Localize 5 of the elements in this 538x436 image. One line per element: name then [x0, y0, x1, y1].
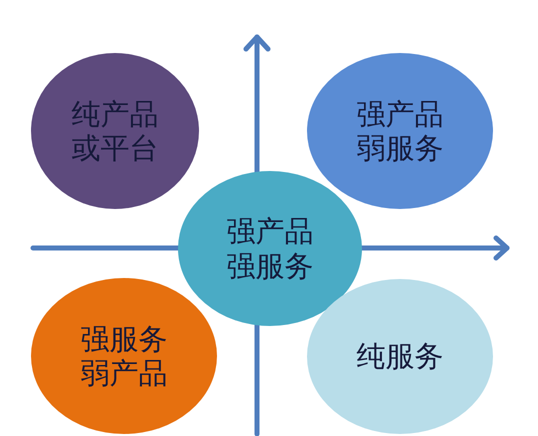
bubble-text: 纯产品或平台	[70, 96, 160, 166]
bubble-text: 强产品弱服务	[355, 96, 444, 166]
bubble-text: 纯服务	[355, 339, 444, 374]
bubble-text: 强服务弱产品	[79, 322, 168, 390]
bubble-text: 强产品强服务	[225, 214, 314, 283]
